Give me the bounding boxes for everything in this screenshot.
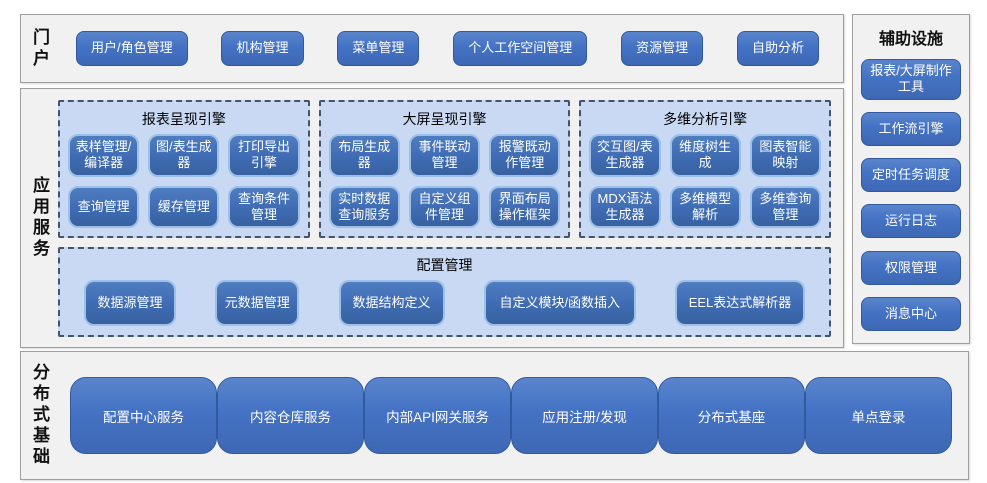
engine-item-realtime-data-query-service[interactable]: 实时数据查询服务 — [328, 185, 400, 228]
config-item-metadata-mgmt[interactable]: 元数据管理 — [215, 280, 300, 326]
olap-engine-items: 交互图/表生成器 维度树生成 图表智能映射 MDX语法生成器 多维模型解析 多维… — [589, 134, 822, 228]
portal-section: 门户 用户/角色管理 机构管理 菜单管理 个人工作空间管理 资源管理 自助分析 — [20, 14, 844, 83]
portal-item-user-role-mgmt[interactable]: 用户/角色管理 — [76, 31, 188, 66]
engine-item-template-mgmt-compiler[interactable]: 表样管理/编译器 — [68, 134, 140, 177]
bigscreen-engine-title: 大屏呈现引擎 — [402, 111, 487, 127]
aux-item-message-center[interactable]: 消息中心 — [861, 296, 961, 331]
report-engine-items: 表样管理/编译器 图/表生成器 打印导出引擎 查询管理 缓存管理 查询条件管理 — [68, 134, 300, 228]
engine-item-alarm-action-mgmt[interactable]: 报警既动作管理 — [489, 134, 561, 177]
engine-item-chart-smart-mapping[interactable]: 图表智能映射 — [749, 134, 822, 177]
portal-item-org-mgmt[interactable]: 机构管理 — [221, 31, 304, 66]
engine-item-layout-generator[interactable]: 布局生成器 — [328, 134, 400, 177]
aux-facilities-section: 辅助设施 报表/大屏制作工具 工作流引擎 定时任务调度 运行日志 权限管理 消息… — [852, 14, 970, 344]
aux-facilities-items: 报表/大屏制作工具 工作流引擎 定时任务调度 运行日志 权限管理 消息中心 — [853, 53, 969, 335]
config-mgmt-group: 配置管理 数据源管理 元数据管理 数据结构定义 自定义模块/函数插入 EEL表达… — [58, 247, 831, 337]
config-item-datasource-mgmt[interactable]: 数据源管理 — [84, 280, 176, 326]
engine-item-ui-layout-operation-framework[interactable]: 界面布局操作框架 — [489, 185, 561, 228]
aux-item-report-bigscreen-authoring-tool[interactable]: 报表/大屏制作工具 — [861, 59, 961, 100]
engine-item-mdx-syntax-generator[interactable]: MDX语法生成器 — [589, 185, 661, 228]
engine-item-query-condition-mgmt[interactable]: 查询条件管理 — [228, 185, 300, 228]
portal-item-menu-mgmt[interactable]: 菜单管理 — [337, 31, 420, 66]
foundation-section: 分布式基础 配置中心服务 内容仓库服务 内部API网关服务 应用注册/发现 分布… — [20, 351, 969, 480]
engine-item-event-linkage-mgmt[interactable]: 事件联动管理 — [408, 134, 481, 177]
portal-item-personal-workspace-mgmt[interactable]: 个人工作空间管理 — [453, 31, 588, 66]
config-item-data-structure-definition[interactable]: 数据结构定义 — [338, 280, 445, 326]
engine-item-dimension-tree-generation[interactable]: 维度树生成 — [669, 134, 741, 177]
foundation-item-app-registration-discovery[interactable]: 应用注册/发现 — [511, 377, 658, 454]
config-mgmt-title: 配置管理 — [416, 257, 473, 273]
engine-item-query-mgmt[interactable]: 查询管理 — [68, 185, 140, 228]
aux-facilities-title: 辅助设施 — [878, 31, 943, 48]
foundation-item-single-sign-on[interactable]: 单点登录 — [805, 377, 952, 454]
config-item-eel-expression-parser[interactable]: EEL表达式解析器 — [675, 280, 805, 326]
engine-item-multidim-model-parsing[interactable]: 多维模型解析 — [669, 185, 741, 228]
foundation-item-config-center-service[interactable]: 配置中心服务 — [70, 377, 217, 454]
engine-row: 报表呈现引擎 表样管理/编译器 图/表生成器 打印导出引擎 查询管理 缓存管理 … — [58, 100, 832, 238]
foundation-item-content-repository-service[interactable]: 内容仓库服务 — [217, 377, 364, 454]
portal-section-label: 门户 — [30, 27, 49, 70]
config-item-custom-module-function-insert[interactable]: 自定义模块/函数插入 — [483, 280, 636, 326]
olap-engine-title: 多维分析引擎 — [663, 111, 748, 127]
engine-item-cache-mgmt[interactable]: 缓存管理 — [148, 185, 220, 228]
bigscreen-engine-items: 布局生成器 事件联动管理 报警既动作管理 实时数据查询服务 自定义组件管理 界面… — [328, 134, 561, 228]
report-engine-group: 报表呈现引擎 表样管理/编译器 图/表生成器 打印导出引擎 查询管理 缓存管理 … — [58, 100, 310, 238]
portal-item-resource-mgmt[interactable]: 资源管理 — [621, 31, 704, 66]
foundation-item-internal-api-gateway-service[interactable]: 内部API网关服务 — [364, 377, 511, 454]
portal-items: 用户/角色管理 机构管理 菜单管理 个人工作空间管理 资源管理 自助分析 — [54, 31, 843, 66]
engine-item-print-export-engine[interactable]: 打印导出引擎 — [228, 134, 300, 177]
aux-item-permission-mgmt[interactable]: 权限管理 — [861, 250, 961, 285]
aux-item-workflow-engine[interactable]: 工作流引擎 — [861, 111, 961, 146]
app-services-section-label: 应用服务 — [30, 176, 49, 260]
aux-item-run-log[interactable]: 运行日志 — [861, 204, 961, 239]
app-services-section: 应用服务 报表呈现引擎 表样管理/编译器 图/表生成器 打印导出引擎 查询管理 … — [20, 88, 844, 348]
engine-item-interactive-chart-generator[interactable]: 交互图/表生成器 — [589, 134, 661, 177]
foundation-items: 配置中心服务 内容仓库服务 内部API网关服务 应用注册/发现 分布式基座 单点… — [54, 377, 978, 454]
foundation-section-label: 分布式基础 — [30, 363, 49, 468]
report-engine-title: 报表呈现引擎 — [141, 111, 226, 127]
engine-item-custom-component-mgmt[interactable]: 自定义组件管理 — [408, 185, 481, 228]
aux-item-scheduled-task-scheduling[interactable]: 定时任务调度 — [861, 158, 961, 193]
config-mgmt-items: 数据源管理 元数据管理 数据结构定义 自定义模块/函数插入 EEL表达式解析器 — [70, 280, 819, 326]
portal-item-self-service-analysis[interactable]: 自助分析 — [736, 31, 819, 66]
engine-item-multidim-query-mgmt[interactable]: 多维查询管理 — [749, 185, 822, 228]
engine-item-chart-table-generator[interactable]: 图/表生成器 — [148, 134, 220, 177]
app-services-content: 报表呈现引擎 表样管理/编译器 图/表生成器 打印导出引擎 查询管理 缓存管理 … — [54, 89, 843, 347]
bigscreen-engine-group: 大屏呈现引擎 布局生成器 事件联动管理 报警既动作管理 实时数据查询服务 自定义… — [318, 100, 571, 238]
foundation-item-distributed-base[interactable]: 分布式基座 — [658, 377, 805, 454]
olap-engine-group: 多维分析引擎 交互图/表生成器 维度树生成 图表智能映射 MDX语法生成器 多维… — [579, 100, 832, 238]
